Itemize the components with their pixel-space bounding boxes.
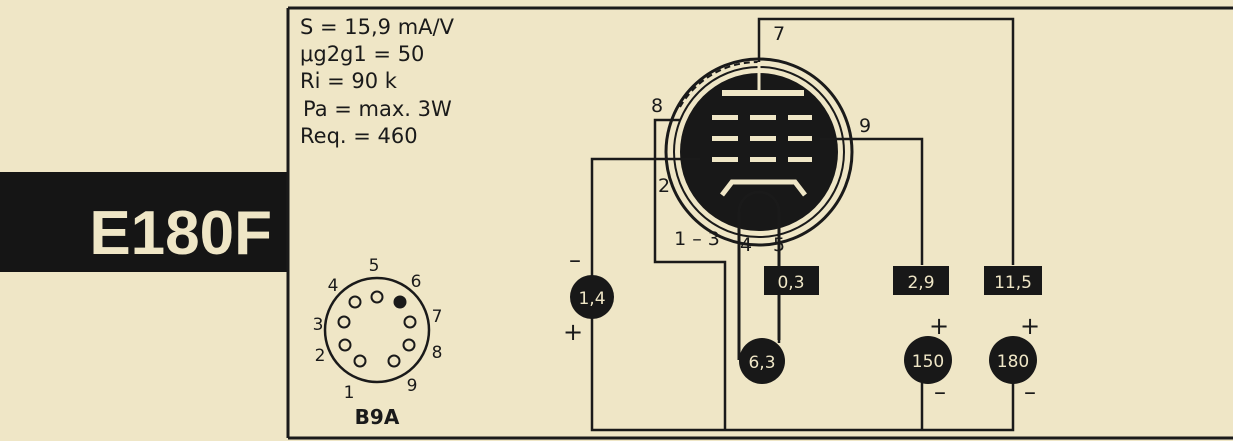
socket-pin-3 <box>337 315 351 329</box>
spec-transconductance: S = 15,9 mA/V <box>300 15 455 39</box>
grid-segment <box>788 157 812 162</box>
socket-label-1: 1 <box>344 383 355 403</box>
voltage-anode: 180 <box>997 352 1029 372</box>
tube-shield-dashed <box>679 60 761 108</box>
grid-segment <box>712 157 738 162</box>
spec-amplification: μg2g1 = 50 <box>300 42 424 66</box>
grid-segment <box>750 136 776 141</box>
socket-label-5: 5 <box>369 256 380 276</box>
tube-interior <box>680 73 838 231</box>
voltage-bias-source: 1,4 <box>570 275 614 319</box>
tube-symbol <box>664 57 854 360</box>
socket-pin-5 <box>370 290 384 304</box>
pin-label-anode: 7 <box>773 23 785 45</box>
voltage-screen-grid-source: 150 <box>904 336 952 384</box>
current-screen-grid: 2,9 <box>907 273 934 293</box>
socket-label-8: 8 <box>432 343 443 363</box>
polarity-screen-plus: + <box>929 312 949 340</box>
socket-pin-1 <box>353 354 367 368</box>
socket-pin-9 <box>387 354 401 368</box>
socket-pin-7 <box>403 315 417 329</box>
voltage-screen-grid: 150 <box>912 352 944 372</box>
wire-cathode-suppressor <box>653 118 727 430</box>
grid-segment <box>750 157 776 162</box>
socket-pin-4 <box>348 295 362 309</box>
grid-segment <box>788 115 812 120</box>
socket-pin-6 <box>393 295 407 309</box>
heater-loop <box>737 190 781 360</box>
tube-name: E180F <box>89 199 272 268</box>
socket-label-4: 4 <box>328 276 339 296</box>
socket-type: B9A <box>355 405 400 429</box>
pin-label-suppressor: 8 <box>651 95 663 117</box>
grid-segment <box>750 115 776 120</box>
spec-list: S = 15,9 mA/V μg2g1 = 50 Ri = 90 k Pa = … <box>300 15 455 148</box>
socket-label-3: 3 <box>313 315 324 335</box>
socket-label-2: 2 <box>315 346 326 366</box>
wire-anode <box>757 17 1015 265</box>
polarity-bias-plus: + <box>563 318 583 346</box>
voltage-anode-source: 180 <box>989 336 1037 384</box>
socket-label-9: 9 <box>407 376 418 396</box>
diagram-frame <box>286 6 1233 440</box>
grid-segment <box>788 136 812 141</box>
polarity-anode-minus: – <box>1024 378 1036 406</box>
polarity-screen-minus: – <box>934 378 946 406</box>
grid-segment <box>712 115 738 120</box>
pin-label-control-grid: 2 <box>658 175 670 197</box>
current-heater: 0,3 <box>777 273 804 293</box>
socket-label-6: 6 <box>411 272 422 292</box>
current-screen-grid-box: 2,9 <box>893 266 949 295</box>
polarity-bias-minus: – <box>569 246 581 274</box>
title-band <box>0 172 288 272</box>
pin-label-heater-a: 4 <box>740 234 752 256</box>
wire-common <box>590 318 1015 432</box>
pin-label-cathode: 1 – 3 <box>674 228 720 250</box>
grid-segment <box>712 136 738 141</box>
socket-label-7: 7 <box>432 307 443 327</box>
spec-anode-dissipation: Pa = max. 3W <box>303 97 452 121</box>
pin-label-screen-grid: 9 <box>859 115 871 137</box>
voltage-bias: 1,4 <box>578 289 605 309</box>
voltage-heater: 6,3 <box>748 353 775 373</box>
current-anode: 11,5 <box>994 273 1032 293</box>
socket-pin-8 <box>402 338 416 352</box>
current-heater-box: 0,3 <box>764 266 819 295</box>
spec-equivalent-noise-resistance: Req. = 460 <box>300 124 418 148</box>
anode-plate <box>722 90 804 96</box>
cathode <box>720 179 807 197</box>
wire-heater <box>737 340 781 360</box>
wire-control-grid <box>590 157 700 280</box>
wiring <box>590 17 1015 432</box>
socket-diagram: 5 6 7 8 9 1 2 3 4 B9A <box>313 256 443 429</box>
socket-outline <box>323 276 431 384</box>
wire-screen-grid <box>820 137 924 265</box>
current-anode-box: 11,5 <box>984 266 1042 295</box>
voltage-heater-source: 6,3 <box>739 338 785 384</box>
polarity-anode-plus: + <box>1020 312 1040 340</box>
socket-pin-2 <box>338 338 352 352</box>
spec-internal-resistance: Ri = 90 k <box>300 69 398 93</box>
pin-label-heater-b: 5 <box>773 234 785 256</box>
